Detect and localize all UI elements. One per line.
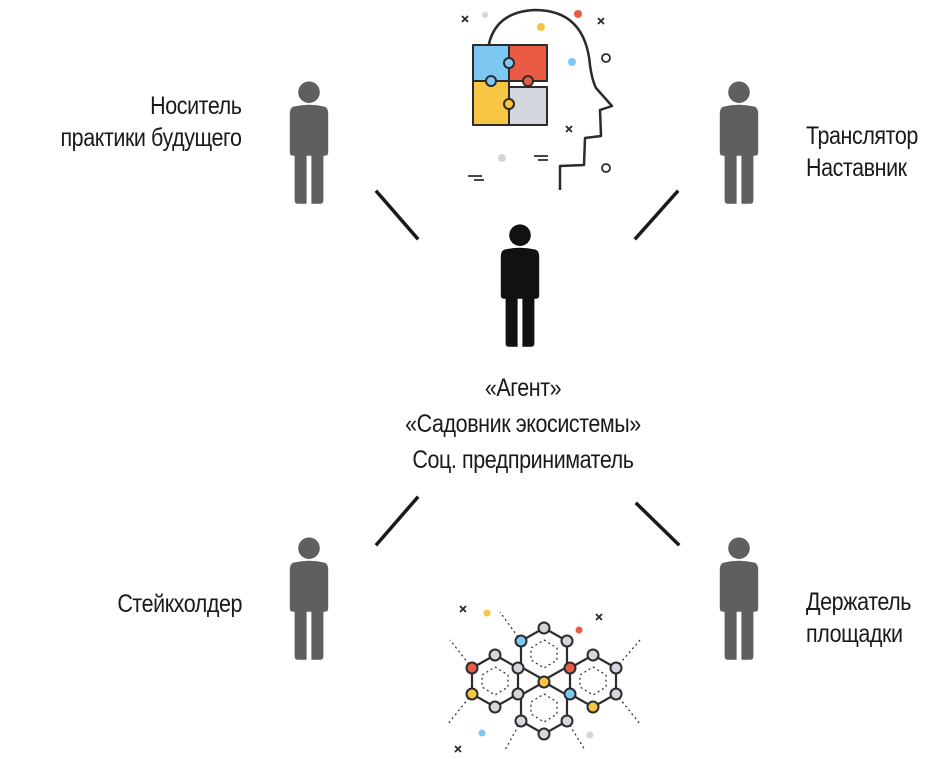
puzzle-head-icon xyxy=(461,8,614,190)
role-label-stakeholder: Стейкхолдер xyxy=(117,588,242,620)
role-label-translator: Транслятор Наставник xyxy=(806,120,918,184)
role-label-line: Носитель xyxy=(150,92,243,120)
role-label-line: площадки xyxy=(806,620,903,648)
connector-lines xyxy=(374,189,681,547)
connector-top-right xyxy=(633,189,680,241)
person-icon xyxy=(289,537,329,660)
role-label-line: «Агент» xyxy=(484,374,562,402)
person-icon xyxy=(719,81,759,204)
role-label-line: практики будущего xyxy=(60,124,242,152)
role-label-line: «Садовник экосистемы» xyxy=(405,410,641,438)
role-label-line: Наставник xyxy=(806,154,907,182)
person-icon xyxy=(500,224,540,347)
connector-top-left xyxy=(374,189,420,241)
role-label-line: Стейкхолдер xyxy=(117,590,242,618)
role-label-line: Держатель xyxy=(806,588,912,616)
person-icon xyxy=(719,537,759,660)
hexagon-network-icon xyxy=(447,605,641,753)
role-label-future-practice: Носитель практики будущего xyxy=(61,90,242,154)
role-label-venue-holder: Держатель площадки xyxy=(806,586,912,650)
role-label-line: Соц. предприниматель xyxy=(412,446,634,474)
person-icon xyxy=(289,81,329,204)
role-label-line: Транслятор xyxy=(806,122,918,150)
connector-bottom-right xyxy=(634,501,681,547)
connector-bottom-left xyxy=(374,495,420,547)
role-label-agent: «Агент» «Садовник экосистемы» Соц. предп… xyxy=(368,370,678,478)
